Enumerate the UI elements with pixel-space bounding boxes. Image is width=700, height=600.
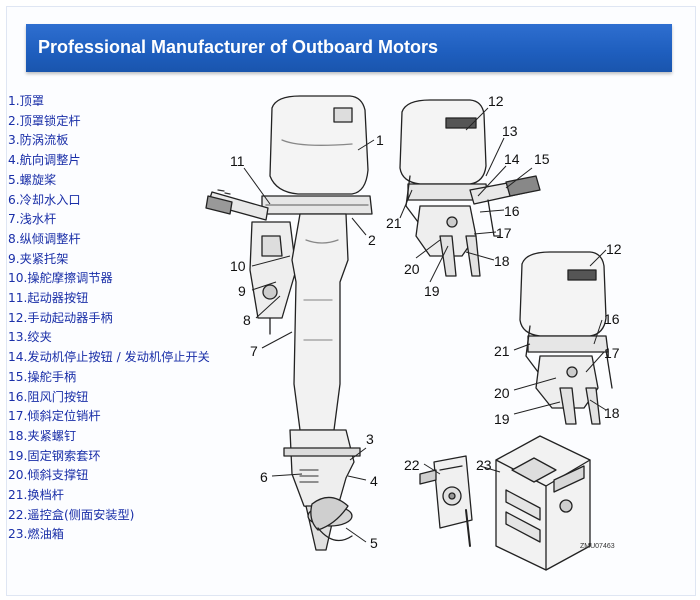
callout-21-upper: 21 (386, 215, 402, 231)
legend-item: 10.操舵摩擦调节器 (8, 271, 113, 286)
remote-control-box-illustration (419, 455, 473, 547)
fuel-tank-illustration (495, 435, 591, 571)
callout-16-upper: 16 (504, 203, 520, 219)
callout-numbers: 1 2 3 4 5 6 7 8 9 10 11 12 13 14 15 16 1… (230, 93, 622, 551)
callout-11: 11 (230, 153, 245, 169)
legend-item: 3.防涡流板 (8, 133, 69, 148)
callout-17-lower: 17 (604, 345, 620, 361)
legend-item: 4.航向调整片 (8, 153, 81, 168)
legend-item: 23.燃油箱 (8, 527, 64, 542)
legend-item: 21.换档杆 (8, 488, 64, 503)
callout-13: 13 (502, 123, 518, 139)
lower-right-motor-illustration (519, 251, 613, 425)
callout-12-upper: 12 (488, 93, 504, 109)
callout-1: 1 (376, 132, 384, 148)
callout-12-lower: 12 (606, 241, 622, 257)
legend-item: 7.浅水杆 (8, 212, 57, 227)
callout-7: 7 (250, 343, 258, 359)
legend-item: 20.倾斜支撑钮 (8, 468, 89, 483)
callout-18-lower: 18 (604, 405, 620, 421)
upper-right-motor-illustration (399, 99, 541, 277)
legend-item: 11.起动器按钮 (8, 291, 89, 306)
figure-code: ZMU07463 (580, 543, 615, 550)
callout-15: 15 (534, 151, 550, 167)
callout-3: 3 (366, 431, 374, 447)
legend-item: 19.固定钢索套环 (8, 448, 101, 463)
main-motor-illustration (205, 95, 373, 551)
callout-2: 2 (368, 232, 376, 248)
callout-16-lower: 16 (604, 311, 620, 327)
legend-item: 16.阻风门按钮 (8, 389, 89, 404)
legend-item: 14.发动机停止按钮 / 发动机停止开关 (8, 350, 210, 365)
callout-23: 23 (476, 457, 492, 473)
callout-14: 14 (504, 151, 520, 167)
legend-item: 2.顶罩锁定杆 (8, 113, 81, 128)
callout-4: 4 (370, 473, 378, 489)
callout-21-lower: 21 (494, 343, 510, 359)
legend-item: 1.顶罩 (8, 94, 45, 108)
callout-9: 9 (238, 283, 246, 299)
legend-item: 13.绞夹 (8, 330, 52, 345)
legend-item: 18.夹紧螺钉 (8, 428, 77, 443)
leader-lines (243, 107, 607, 543)
legend-item: 17.倾斜定位销杆 (8, 409, 101, 424)
legend-item: 6.冷却水入口 (8, 192, 81, 207)
callout-6: 6 (260, 469, 268, 485)
callout-18-upper: 18 (494, 253, 510, 269)
callout-19-upper: 19 (424, 283, 440, 299)
callout-20-upper: 20 (404, 261, 420, 277)
legend-item: 15.操舵手柄 (8, 369, 77, 384)
legend-item: 12.手动起动器手柄 (8, 310, 113, 325)
legend-item: 22.遥控盒(侧面安装型) (8, 507, 135, 522)
title-banner: Professional Manufacturer of Outboard Mo… (26, 24, 672, 72)
callout-22: 22 (404, 457, 420, 473)
legend-item: 9.夹紧托架 (8, 251, 69, 266)
legend-item: 8.纵倾调整杆 (8, 231, 81, 246)
callout-20-lower: 20 (494, 385, 510, 401)
parts-legend: 1.顶罩 2.顶罩锁定杆 3.防涡流板 4.航向调整片 5.螺旋桨 6.冷却水入… (8, 92, 220, 545)
legend-item: 5.螺旋桨 (8, 172, 57, 187)
callout-10: 10 (230, 258, 246, 274)
callout-5: 5 (370, 535, 378, 551)
callout-17-upper: 17 (496, 225, 512, 241)
page-title: Professional Manufacturer of Outboard Mo… (38, 37, 439, 57)
callout-19-lower: 19 (494, 411, 510, 427)
callout-8: 8 (243, 312, 251, 328)
